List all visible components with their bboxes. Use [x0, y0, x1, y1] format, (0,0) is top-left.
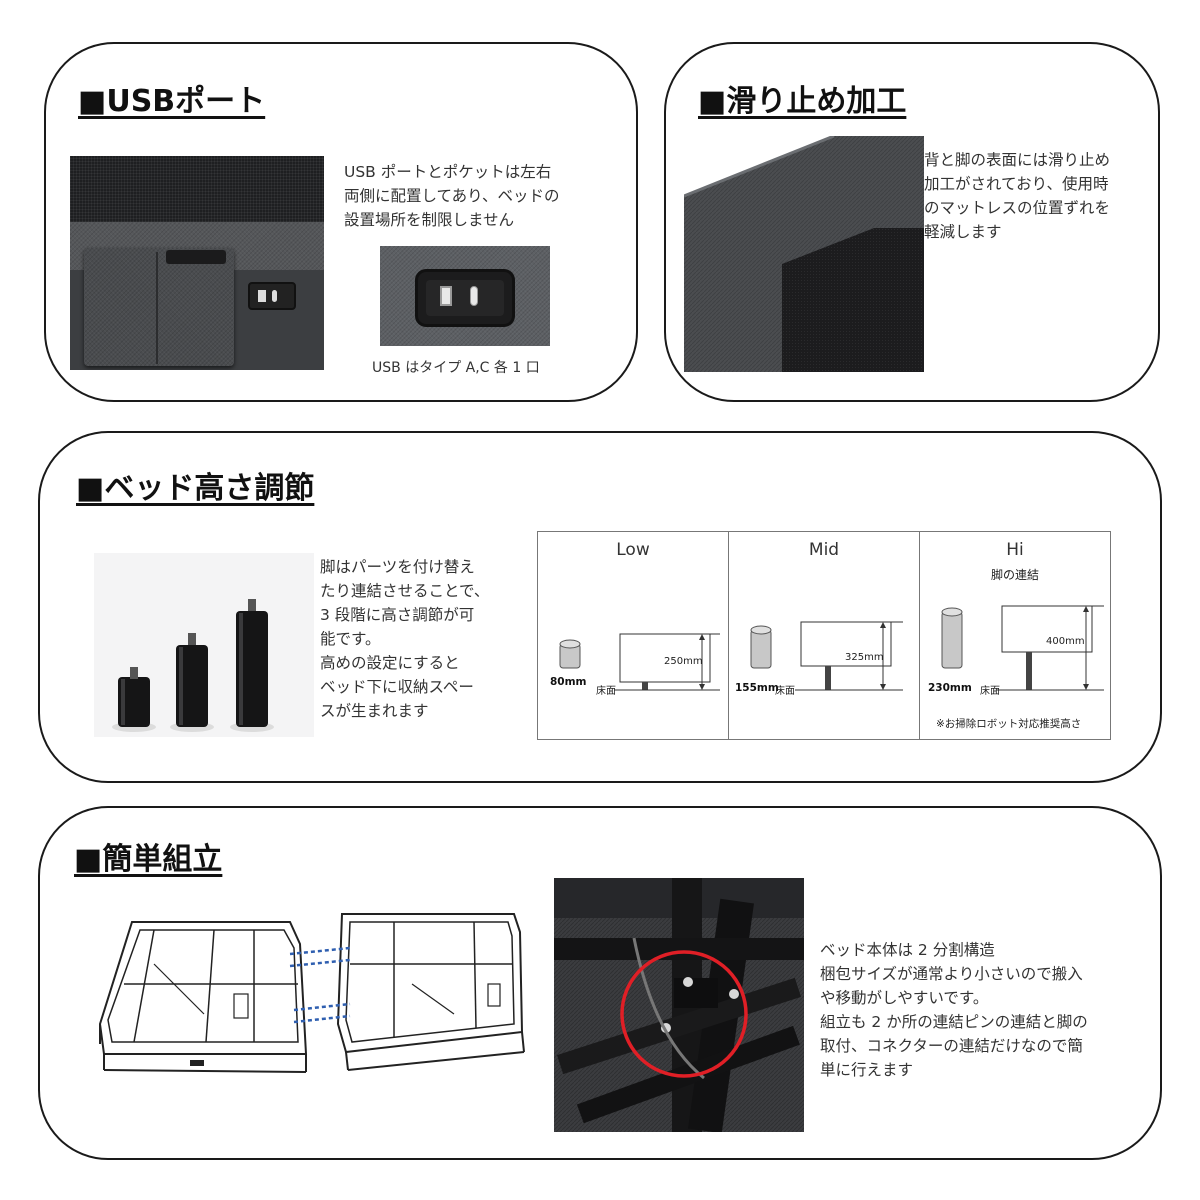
- highlight-circle: [620, 950, 748, 1078]
- usb-heading: ■USBポート: [78, 84, 266, 119]
- leg-height-label: 230mm: [928, 682, 972, 694]
- robot-cleaner-note: ※お掃除ロボット対応推奨高さ: [936, 718, 1082, 730]
- text-line: スが生まれます: [320, 702, 429, 720]
- text-line: 組立も 2 か所の連結ピンの連結と脚の: [820, 1013, 1088, 1031]
- text-line: USB ポートとポケットは左右: [344, 163, 552, 181]
- bed-height-label: 400mm: [1046, 636, 1085, 647]
- legs-photo: [94, 553, 314, 737]
- assembly-heading: ■簡単組立: [74, 842, 223, 877]
- text-line: 両側に配置してあり、ベッドの: [344, 187, 560, 205]
- text-line: 3 段階に高さ調節が可: [320, 606, 475, 624]
- assembly-description: ベッド本体は 2 分割構造 梱包サイズが通常より小さいので搬入 や移動がしやすい…: [820, 938, 1088, 1082]
- usb-port-panel: ■USBポート USB ポートとポケットは左右 両側に配置してあり、ベッドの 設…: [44, 42, 638, 402]
- usb-description: USB ポートとポケットは左右 両側に配置してあり、ベッドの 設置場所を制限しま…: [344, 160, 559, 232]
- usb-bed-side-photo: [70, 156, 324, 370]
- text-line: 脚はパーツを付け替え: [320, 558, 475, 576]
- height-description: 脚はパーツを付け替え たり連結させることで、 3 段階に高さ調節が可 能です。 …: [320, 555, 489, 723]
- height-heading: ■ベッド高さ調節: [76, 471, 315, 506]
- text-line: 高めの設定にすると: [320, 654, 460, 672]
- slip-heading: ■滑り止め加工: [698, 84, 907, 119]
- floor-label: 床面: [980, 686, 1000, 697]
- frame-assembly-diagram: [98, 913, 525, 1073]
- text-line: 設置場所を制限しません: [344, 211, 515, 229]
- text-line: たり連結させることで、: [320, 582, 490, 600]
- column-title: Low: [616, 540, 650, 560]
- connector-pin-photo: [554, 878, 804, 1132]
- usb-a-port-icon: [440, 286, 452, 306]
- column-subtitle: 脚の連結: [990, 568, 1039, 582]
- text-line: のマットレスの位置ずれを: [924, 199, 1111, 217]
- height-adjust-panel: ■ベッド高さ調節 脚はパーツを付け替え たり連結させることで、 3 段階に高さ調…: [38, 431, 1162, 783]
- floor-label: 床面: [775, 686, 795, 697]
- text-line: 背と脚の表面には滑り止め: [924, 151, 1111, 169]
- usb-c-port-icon: [470, 286, 478, 306]
- usb-caption: USB はタイプ A,C 各 1 口: [372, 360, 540, 376]
- text-line: 軽減します: [924, 223, 1002, 241]
- column-title: Mid: [808, 540, 840, 560]
- text-line: 加工がされており、使用時: [924, 175, 1109, 193]
- usb-port-closeup-photo: [380, 246, 550, 346]
- column-title: Hi: [1006, 540, 1024, 560]
- bed-height-label: 325mm: [845, 652, 884, 663]
- text-line: 取付、コネクターの連結だけなので簡: [820, 1037, 1083, 1055]
- slip-description: 背と脚の表面には滑り止め 加工がされており、使用時 のマットレスの位置ずれを 軽…: [924, 148, 1110, 244]
- height-column-mid: Mid 155mm 床面 325mm: [729, 532, 920, 739]
- text-line: 単に行えます: [820, 1061, 914, 1079]
- height-column-low: Low 80mm 床面 250mm: [538, 532, 729, 739]
- text-line: ベッド下に収納スペー: [320, 678, 474, 696]
- text-line: 能です。: [320, 630, 381, 648]
- text-line: ベッド本体は 2 分割構造: [820, 941, 995, 959]
- bed-height-label: 250mm: [664, 656, 703, 667]
- height-column-hi: Hi 脚の連結 230mm 床面 400mm ※お掃除ロボット対応推奨高さ: [920, 532, 1110, 739]
- anti-slip-corner-photo: [684, 136, 924, 372]
- text-line: や移動がしやすいです。: [820, 989, 989, 1007]
- leg-height-label: 155mm: [735, 682, 779, 694]
- easy-assembly-panel: ■簡単組立: [38, 806, 1162, 1160]
- anti-slip-panel: ■滑り止め加工 背と脚の表面には滑り止め 加工がされており、使用時 のマットレス…: [664, 42, 1160, 402]
- leg-height-label: 80mm: [550, 676, 587, 688]
- height-diagram: Low 80mm 床面 250mm Mid: [537, 531, 1111, 740]
- text-line: 梱包サイズが通常より小さいので搬入: [820, 965, 1083, 983]
- floor-label: 床面: [596, 686, 616, 697]
